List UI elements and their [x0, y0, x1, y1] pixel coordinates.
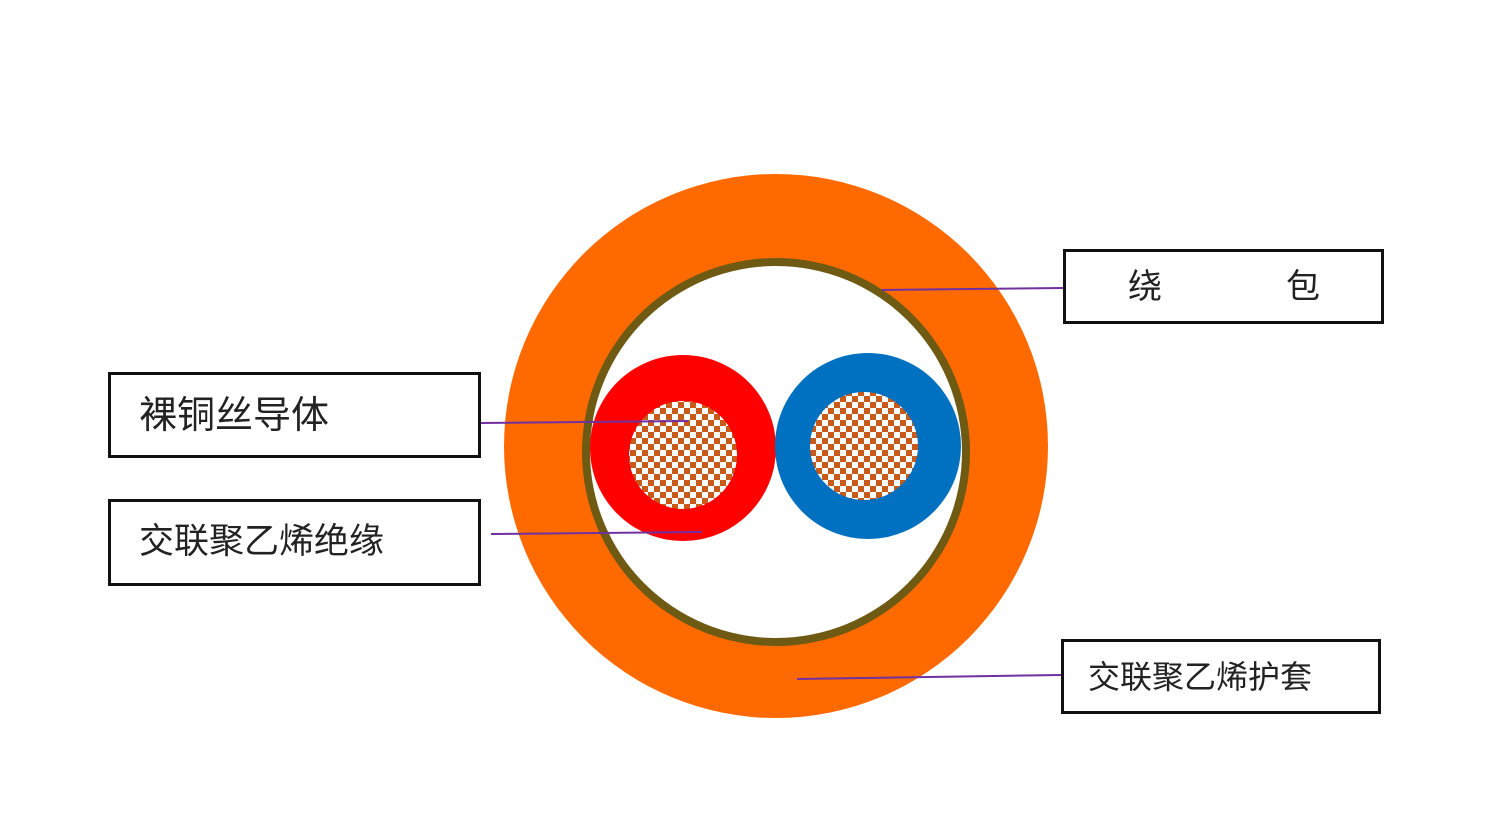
leader-line-insulation: [490, 531, 703, 535]
label-conductor: 裸铜丝导体: [108, 372, 481, 458]
label-sheath: 交联聚乙烯护套: [1061, 639, 1381, 714]
label-sheath-text: 交联聚乙烯护套: [1088, 657, 1313, 696]
label-conductor-text: 裸铜丝导体: [139, 393, 330, 437]
label-wrapping-char-1: 绕: [1128, 267, 1162, 307]
label-insulation: 交联聚乙烯绝缘: [108, 499, 481, 586]
core-2-conductor: [810, 392, 918, 500]
label-insulation-text: 交联聚乙烯绝缘: [139, 522, 385, 562]
core-1-conductor: [629, 401, 737, 509]
label-wrapping-char-2: 包: [1286, 267, 1320, 307]
leader-line-wrap: [881, 287, 1064, 291]
leader-line-conductor: [480, 420, 689, 424]
leader-line-sheath: [796, 674, 1062, 680]
label-wrapping: 绕 包: [1063, 249, 1384, 324]
